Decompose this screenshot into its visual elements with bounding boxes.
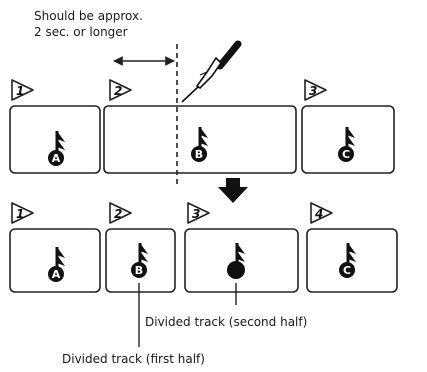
track-badge-circle bbox=[48, 150, 64, 166]
pen-icon bbox=[181, 40, 242, 103]
track-badge-label: A bbox=[52, 152, 61, 165]
bottom-track-3: 3 bbox=[184, 202, 299, 305]
track-badge-circle bbox=[48, 266, 64, 282]
track-note-head bbox=[227, 261, 245, 279]
track-number: 3 bbox=[309, 84, 317, 98]
down-arrow-icon bbox=[218, 178, 248, 203]
track-badge-label: B bbox=[135, 264, 143, 277]
callout-second-half-label: Divided track (second half) bbox=[145, 315, 307, 329]
track-number-marker bbox=[310, 202, 333, 224]
track-number: 4 bbox=[314, 207, 323, 221]
track-box bbox=[103, 105, 297, 174]
bottom-track-2: 2 B bbox=[105, 202, 176, 347]
track-number-marker bbox=[11, 202, 34, 224]
timing-note-line1: Should be approx. bbox=[34, 9, 143, 23]
track-box bbox=[306, 228, 398, 293]
bottom-track-1: 1 A bbox=[9, 202, 101, 293]
track-badge-circle bbox=[339, 262, 355, 278]
track-badge-label: A bbox=[52, 268, 61, 281]
track-number-marker bbox=[187, 202, 210, 224]
track-number: 1 bbox=[16, 84, 24, 98]
callout-first-half-label: Divided track (first half) bbox=[62, 352, 205, 366]
track-badge-circle bbox=[131, 262, 147, 278]
bottom-track-4: 4 C bbox=[306, 202, 398, 293]
track-box bbox=[9, 105, 101, 174]
timing-note-line2: 2 sec. or longer bbox=[34, 25, 128, 39]
top-track-3: 3 C bbox=[301, 79, 395, 174]
track-box bbox=[105, 228, 176, 293]
track-number-marker bbox=[11, 79, 34, 101]
track-badge-label: C bbox=[342, 148, 350, 161]
track-badge-circle bbox=[338, 146, 354, 162]
track-number-marker bbox=[304, 79, 327, 101]
top-track-2: 2 B bbox=[103, 79, 297, 174]
top-track-1: 1 A bbox=[9, 79, 101, 174]
track-box bbox=[184, 228, 299, 293]
track-number: 2 bbox=[114, 207, 122, 221]
track-badge-circle bbox=[191, 146, 207, 162]
track-number-marker bbox=[109, 202, 132, 224]
track-badge-label: B bbox=[195, 148, 203, 161]
track-number: 1 bbox=[16, 207, 24, 221]
track-box bbox=[9, 228, 101, 293]
track-number-marker bbox=[109, 79, 132, 101]
track-badge-label: C bbox=[343, 264, 351, 277]
track-box bbox=[301, 105, 395, 174]
track-number: 2 bbox=[114, 84, 122, 98]
track-number: 3 bbox=[192, 207, 200, 221]
